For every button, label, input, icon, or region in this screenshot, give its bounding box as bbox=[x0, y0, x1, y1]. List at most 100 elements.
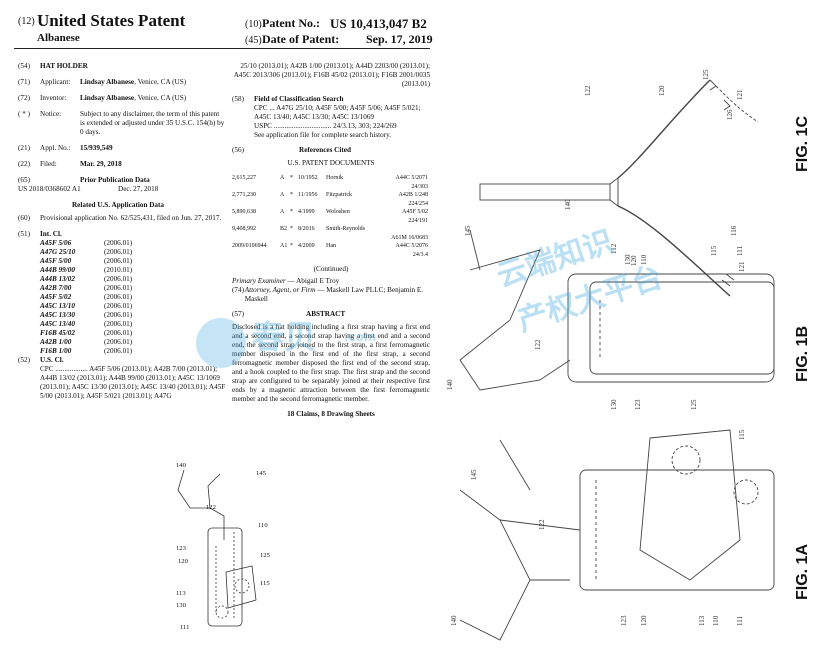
reference-n: Hornik bbox=[326, 175, 343, 181]
reference-d: 4/2009 bbox=[298, 243, 315, 249]
inventor-label: Inventor: bbox=[40, 94, 67, 102]
svg-text:140: 140 bbox=[564, 199, 572, 210]
int-class-code: A45C 13/10 bbox=[40, 302, 75, 310]
representative-drawing bbox=[177, 469, 257, 627]
filed-date: Mar. 29, 2018 bbox=[80, 160, 122, 168]
fig-1c-label: FIG. 1C bbox=[794, 115, 811, 172]
appl-label: Appl. No.: bbox=[40, 144, 71, 152]
svg-text:125: 125 bbox=[690, 399, 698, 410]
reference-k: B2 bbox=[280, 226, 288, 232]
fig-1b-label: FIG. 1B bbox=[794, 325, 811, 382]
svg-text:111: 111 bbox=[736, 246, 744, 256]
int-class-list: A45F 5/06(2006.01)A47G 25/10(2006.01)A45… bbox=[40, 239, 228, 356]
int-class-row: A44B 99/00(2010.01) bbox=[40, 266, 228, 275]
fig1c-bar bbox=[479, 183, 611, 201]
reference-d: 4/1999 bbox=[298, 209, 315, 215]
continued-label: (Continued) bbox=[313, 265, 349, 273]
patent-date: Sep. 17, 2019 bbox=[366, 32, 433, 46]
title-code: (54) bbox=[18, 62, 30, 70]
int-class-row: A47G 25/10(2006.01) bbox=[40, 248, 228, 257]
document-title: United States Patent bbox=[37, 11, 186, 30]
small-label-125: 125 bbox=[260, 552, 270, 559]
svg-text:145: 145 bbox=[470, 469, 478, 480]
svg-text:120: 120 bbox=[630, 255, 638, 266]
svg-text:121: 121 bbox=[736, 89, 744, 100]
svg-text:126: 126 bbox=[726, 109, 734, 120]
prior-pub-number: US 2018/0368602 A1 bbox=[18, 185, 81, 193]
svg-text:122: 122 bbox=[538, 519, 546, 530]
kind-code: (12) bbox=[18, 16, 35, 27]
invention-title: HAT HOLDER bbox=[40, 62, 88, 70]
int-class-year: (2006.01) bbox=[104, 293, 133, 301]
int-class-year: (2006.01) bbox=[104, 320, 133, 328]
abstract-title: ABSTRACT bbox=[306, 310, 346, 318]
small-label-123: 123 bbox=[176, 545, 186, 552]
patent-no-label: Patent No.: bbox=[262, 16, 320, 30]
watermark-logo-text: 春贝 bbox=[252, 318, 317, 356]
refs-code: (56) bbox=[232, 146, 244, 154]
hook-outline bbox=[177, 469, 221, 509]
reference-s: * bbox=[290, 226, 293, 232]
intcl-label: Int. Cl. bbox=[40, 230, 62, 238]
reference-cl2: 224/191 bbox=[408, 217, 428, 224]
int-class-year: (2006.01) bbox=[104, 347, 133, 355]
int-class-code: A45F 5/00 bbox=[40, 257, 72, 265]
reference-cl: A42B 1/248 bbox=[398, 192, 428, 198]
fig-1c-drawing bbox=[479, 79, 759, 297]
applicant-code: (71) bbox=[18, 78, 30, 86]
reference-d: 11/1956 bbox=[298, 192, 318, 198]
reference-d: 8/2016 bbox=[298, 226, 315, 232]
patent-number: US 10,413,047 B2 bbox=[330, 16, 427, 31]
reference-class-cont: 24/303 bbox=[232, 183, 428, 192]
appl-code: (21) bbox=[18, 144, 30, 152]
flap-outline bbox=[225, 565, 257, 609]
flap-1a bbox=[639, 429, 741, 581]
svg-text:110: 110 bbox=[712, 615, 720, 626]
reference-no: 2,771,230 bbox=[232, 192, 256, 198]
int-class-code: A42B 1/00 bbox=[40, 338, 72, 346]
attorney-code: (74) bbox=[232, 286, 244, 294]
int-class-year: (2006.01) bbox=[104, 338, 133, 346]
reference-class-cont: 24/3.4 bbox=[232, 251, 428, 260]
reference-no: 2009/0106944 bbox=[232, 243, 267, 249]
svg-text:130: 130 bbox=[624, 254, 632, 265]
reference-cl: A44C 5/2076 bbox=[395, 243, 428, 249]
small-label-122: 122 bbox=[206, 504, 216, 511]
svg-text:122: 122 bbox=[584, 85, 592, 96]
svg-text:130: 130 bbox=[610, 399, 618, 410]
reference-no: 5,890,638 bbox=[232, 209, 256, 215]
applicant-location: , Venice, CA (US) bbox=[134, 78, 187, 86]
applicant-label: Applicant: bbox=[40, 78, 71, 86]
small-label-111: 111 bbox=[180, 624, 190, 631]
int-class-year: (2006.01) bbox=[104, 302, 133, 310]
svg-text:122: 122 bbox=[534, 339, 542, 350]
cpc-continued: 25/10 (2013.01); A42B 1/00 (2013.01); A4… bbox=[233, 62, 430, 88]
int-class-row: A45F 5/00(2006.01) bbox=[40, 257, 228, 266]
reference-cl bbox=[378, 225, 428, 234]
int-class-year: (2006.01) bbox=[104, 275, 133, 283]
svg-text:113: 113 bbox=[698, 615, 706, 626]
attorney-label: Attorney, Agent, or Firm bbox=[244, 286, 316, 294]
notice-text: Subject to any disclaimer, the term of t… bbox=[80, 110, 225, 136]
prior-pub-title: Prior Publication Data bbox=[80, 176, 150, 184]
prior-pub-date: Dec. 27, 2018 bbox=[118, 185, 159, 193]
reference-cl2: 224/254 bbox=[408, 200, 428, 207]
small-label-113: 113 bbox=[176, 590, 186, 597]
fig-1a-drawing bbox=[459, 429, 775, 641]
reference-cl: A45F 5/02 bbox=[402, 209, 428, 215]
svg-text:123: 123 bbox=[620, 615, 628, 626]
uscl-code: (52) bbox=[18, 356, 30, 364]
examiner-name: — Abigail E Troy bbox=[287, 277, 340, 285]
int-class-row: A42B 1/00 (2006.01) bbox=[40, 338, 228, 347]
fig-1b-drawing bbox=[459, 229, 775, 391]
svg-text:140: 140 bbox=[446, 379, 454, 390]
reference-class-cont: A61M 16/0683 bbox=[232, 234, 428, 243]
field-title: Field of Classification Search bbox=[254, 95, 344, 103]
small-label-140: 140 bbox=[176, 462, 186, 469]
int-class-year: (2006.01) bbox=[104, 284, 133, 292]
notice-code: ( * ) bbox=[18, 110, 30, 118]
